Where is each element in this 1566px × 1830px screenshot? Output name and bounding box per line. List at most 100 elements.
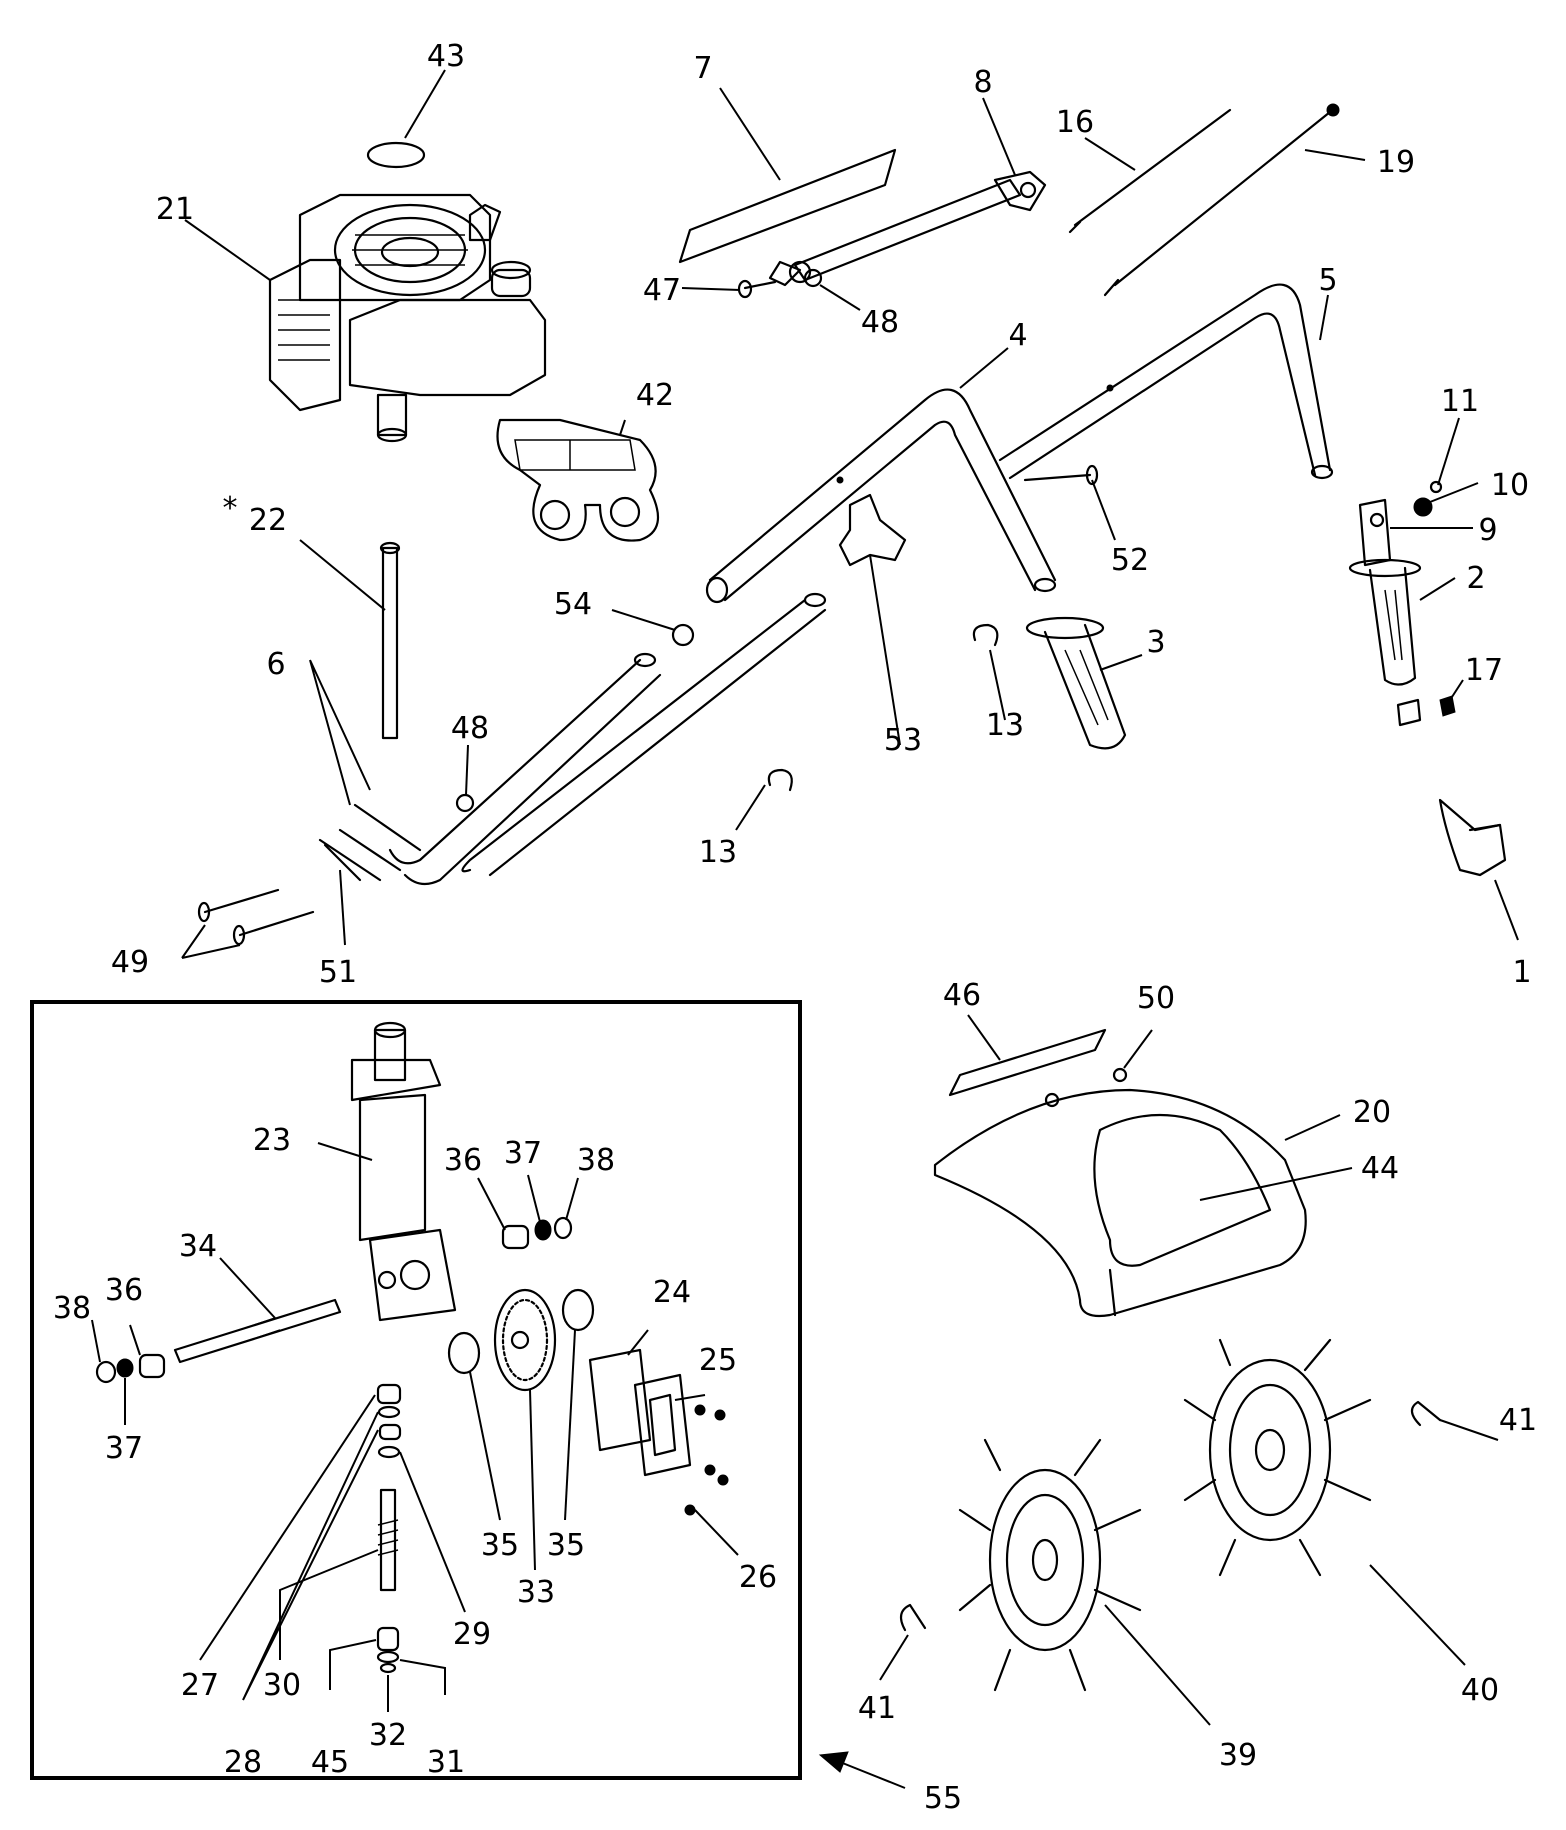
part-28-washer-a	[377, 1405, 401, 1419]
callout-labels: 43 7 8 16 19 21 47 48 5 4 42 11 10 * 22 …	[53, 39, 1537, 1816]
part-41-clip-right	[1410, 1400, 1442, 1427]
transmission-inset-frame	[30, 1000, 802, 1780]
part-46-decal	[948, 1028, 1107, 1097]
callout-34: 34	[179, 1229, 217, 1264]
callout-3: 3	[1146, 625, 1165, 660]
part-27-bushing	[376, 1383, 402, 1405]
callout-47: 47	[643, 273, 681, 308]
callout-35-left: 35	[481, 1528, 519, 1563]
part-54-plug	[671, 623, 695, 647]
part-26-screws	[684, 1404, 729, 1516]
part-23-housing	[350, 1021, 457, 1322]
part-16-cable	[1068, 108, 1232, 234]
part-22-rod	[379, 541, 401, 740]
callout-22: 22	[249, 503, 287, 538]
callout-8: 8	[973, 65, 992, 100]
part-11-screw	[1429, 480, 1443, 494]
part-9-switch	[1358, 498, 1392, 567]
part-1-bracket	[1438, 798, 1507, 877]
callout-23: 23	[253, 1123, 291, 1158]
part-48-nut-upper	[803, 268, 823, 288]
part-36-bushing-right	[501, 1224, 530, 1250]
part-37-washer-left	[116, 1358, 134, 1378]
part-4-middle-handle	[705, 384, 1114, 604]
part-40-tine-assembly	[1183, 1338, 1372, 1577]
callout-2: 2	[1466, 561, 1485, 596]
part-35-washer-right	[561, 1288, 595, 1332]
callout-13-lower: 13	[699, 835, 737, 870]
part-52-bolt	[1023, 464, 1099, 486]
callout-asterisk: *	[223, 491, 238, 526]
callout-37-right: 37	[504, 1136, 542, 1171]
callout-30: 30	[263, 1668, 301, 1703]
callout-9: 9	[1478, 513, 1497, 548]
callout-6: 6	[266, 647, 285, 682]
callout-11: 11	[1441, 384, 1479, 419]
part-42-plate	[496, 418, 660, 542]
callout-45: 45	[311, 1745, 349, 1780]
part-48-nut-lower	[455, 793, 475, 813]
part-13-clip-lower	[767, 768, 793, 792]
callout-1: 1	[1512, 955, 1531, 990]
callout-48-lower: 48	[451, 711, 489, 746]
callout-37-left: 37	[105, 1431, 143, 1466]
callout-7: 7	[693, 51, 712, 86]
callout-54: 54	[554, 587, 592, 622]
part-51-pin	[323, 843, 362, 882]
callout-27: 27	[181, 1668, 219, 1703]
part-45-bushing	[376, 1626, 400, 1652]
inset-arrow-55	[834, 1759, 906, 1789]
part-43-decal	[366, 141, 426, 169]
part-3-grip	[1025, 616, 1127, 750]
part-49-bolts	[197, 888, 315, 946]
callout-13-upper: 13	[986, 708, 1024, 743]
callout-24: 24	[653, 1275, 691, 1310]
callout-36-left: 36	[105, 1273, 143, 1308]
part-24-gasket	[588, 1348, 652, 1452]
part-19-cable	[1103, 103, 1340, 297]
callout-53: 53	[884, 723, 922, 758]
callout-39: 39	[1219, 1738, 1257, 1773]
part-38-washer-right	[553, 1216, 573, 1240]
callout-4: 4	[1008, 318, 1027, 353]
callout-20: 20	[1353, 1095, 1391, 1130]
callout-29: 29	[453, 1617, 491, 1652]
callout-55: 55	[924, 1781, 962, 1816]
part-13-clip-upper	[972, 623, 999, 647]
callout-5: 5	[1318, 263, 1337, 298]
part-8-control-lever	[768, 170, 1047, 287]
callout-16: 16	[1056, 105, 1094, 140]
callout-25: 25	[699, 1343, 737, 1378]
part-53-knob	[838, 493, 907, 567]
part-36-bushing-left	[138, 1353, 166, 1379]
callout-31: 31	[427, 1745, 465, 1780]
leader-lines	[91, 69, 1519, 1726]
part-37-washer-right	[534, 1219, 552, 1241]
callout-44: 44	[1361, 1151, 1399, 1186]
callout-40: 40	[1461, 1673, 1499, 1708]
callout-46: 46	[943, 978, 981, 1013]
callout-33: 33	[517, 1575, 555, 1610]
callout-38-left: 38	[53, 1291, 91, 1326]
callout-43: 43	[427, 39, 465, 74]
part-33-gear	[493, 1288, 557, 1392]
callout-48-upper: 48	[861, 305, 899, 340]
callout-51: 51	[319, 955, 357, 990]
part-6-lower-handle	[318, 592, 827, 886]
part-29-washer	[377, 1445, 401, 1459]
part-50-screw	[1112, 1067, 1128, 1083]
part-5-upper-handle	[998, 283, 1334, 480]
callout-28: 28	[224, 1745, 262, 1780]
callout-41-left: 41	[858, 1691, 896, 1726]
callout-41-right: 41	[1499, 1403, 1537, 1438]
part-30-worm-shaft	[377, 1488, 399, 1592]
part-39-tine-assembly	[958, 1438, 1142, 1692]
callout-52: 52	[1111, 543, 1149, 578]
part-28-washer-b	[378, 1423, 402, 1441]
callout-21: 21	[156, 192, 194, 227]
part-10-nut	[1413, 497, 1433, 517]
callout-26: 26	[739, 1560, 777, 1595]
part-34-shaft	[173, 1298, 342, 1364]
